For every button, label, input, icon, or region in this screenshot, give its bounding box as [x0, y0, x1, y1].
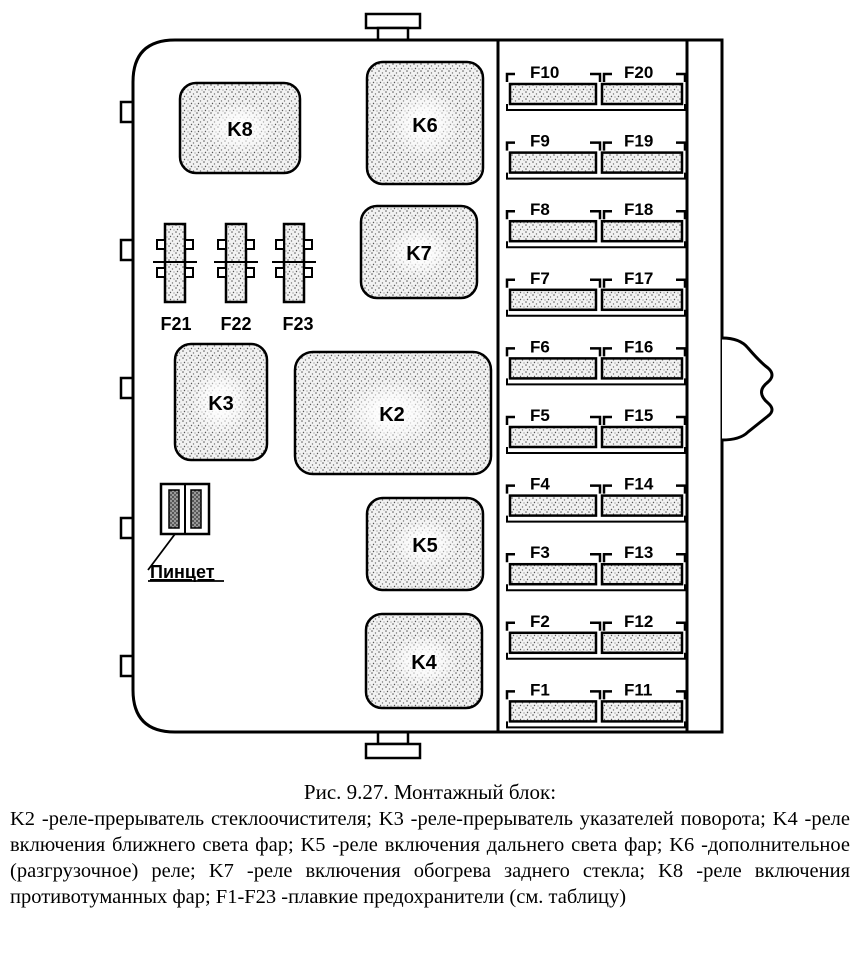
fuse-f3 [508, 562, 598, 586]
relay-k2-label: K2 [379, 404, 405, 426]
fuse-f11 [600, 700, 684, 723]
fuse-f2 [508, 631, 598, 655]
fuse-f10 [508, 82, 598, 106]
fuse-row: F7 F17 [505, 269, 687, 317]
fuse-f17 [600, 288, 684, 312]
relay-k6-label: K6 [412, 115, 438, 137]
fuse-label-f17: F17 [624, 269, 653, 288]
small-fuse-f23-label: F23 [282, 314, 313, 334]
relay-k2: K2 [293, 350, 493, 476]
fuse-row: F10 F20 [505, 63, 687, 111]
relay-k4-label: K4 [411, 652, 437, 674]
fuse-label-f10: F10 [530, 63, 559, 82]
fuse-label-f9: F9 [530, 132, 550, 151]
relay-k4: K4 [364, 612, 484, 710]
relay-k3: K3 [173, 342, 269, 462]
relay-k5-label: K5 [412, 535, 438, 557]
top-connector [364, 12, 422, 44]
small-fuse-f21: F21 [153, 222, 197, 334]
fuse-f16 [600, 357, 684, 380]
fuse-label-f11: F11 [624, 680, 652, 699]
fuse-f1 [508, 700, 598, 723]
fuse-label-f7: F7 [530, 269, 550, 288]
fuse-f5 [508, 425, 598, 449]
fuse-label-f4: F4 [530, 475, 550, 494]
small-fuse-f21-label: F21 [160, 314, 191, 334]
fuse-label-f6: F6 [530, 337, 550, 356]
fuse-row: F4 F14 [505, 475, 687, 523]
fuse-label-f2: F2 [530, 612, 550, 631]
bottom-connector [364, 728, 422, 760]
fuse-label-f20: F20 [624, 63, 653, 82]
fuse-row: F2 F12 [505, 612, 687, 660]
fuse-label-f13: F13 [624, 543, 653, 562]
fuse-label-f1: F1 [530, 680, 550, 699]
right-latch [721, 336, 774, 442]
fuse-f9 [508, 151, 598, 174]
relay-k7-label: K7 [406, 243, 432, 265]
relay-k3-label: K3 [208, 393, 234, 415]
tweezers-label: Пинцет [150, 562, 215, 582]
fuse-f20 [600, 82, 684, 106]
relay-k6: K6 [365, 60, 485, 186]
fuse-label-f18: F18 [624, 200, 653, 219]
fuse-row: F5 F15 [505, 406, 687, 454]
fuse-label-f16: F16 [624, 337, 653, 356]
relay-k8-label: K8 [227, 119, 253, 141]
fuse-row: F1 F11 [505, 680, 687, 729]
fuse-f14 [600, 494, 684, 517]
fuse-f15 [600, 425, 684, 449]
fuse-label-f19: F19 [624, 132, 653, 151]
caption-title: Рис. 9.27. Монтажный блок: [303, 780, 557, 804]
relay-k7: K7 [359, 204, 479, 300]
fuse-row: F8 F18 [505, 200, 687, 249]
relay-k8: K8 [178, 81, 302, 175]
fuse-f12 [600, 631, 684, 655]
caption-text: K2 -реле-прерыватель стеклоочистителя; K… [10, 808, 850, 908]
fuse-box-diagram: K8 K6 K7 K3 K2 K5 K4 F21 [119, 12, 774, 760]
tweezers: Пинцет [147, 482, 224, 582]
fuse-f7 [508, 288, 598, 312]
fuse-f18 [600, 219, 684, 243]
left-clips [119, 100, 135, 678]
small-fuse-f22-label: F22 [220, 314, 251, 334]
fuse-f13 [600, 562, 684, 586]
fuse-row: F6 F16 [505, 337, 687, 386]
fuse-f4 [508, 494, 598, 517]
fuse-f6 [508, 357, 598, 380]
fuse-f19 [600, 151, 684, 174]
small-fuse-f23: F23 [272, 222, 316, 334]
fuse-label-f5: F5 [530, 406, 550, 425]
small-fuse-f22: F22 [214, 222, 258, 334]
fuse-label-f3: F3 [530, 543, 550, 562]
relay-k5: K5 [365, 496, 485, 592]
fuse-f8 [508, 219, 598, 243]
fuse-label-f12: F12 [624, 612, 653, 631]
fuse-label-f15: F15 [624, 406, 653, 425]
fuse-label-f14: F14 [624, 475, 654, 494]
fuse-label-f8: F8 [530, 200, 550, 219]
fuse-row: F9 F19 [505, 132, 687, 180]
fuse-row: F3 F13 [505, 543, 687, 592]
